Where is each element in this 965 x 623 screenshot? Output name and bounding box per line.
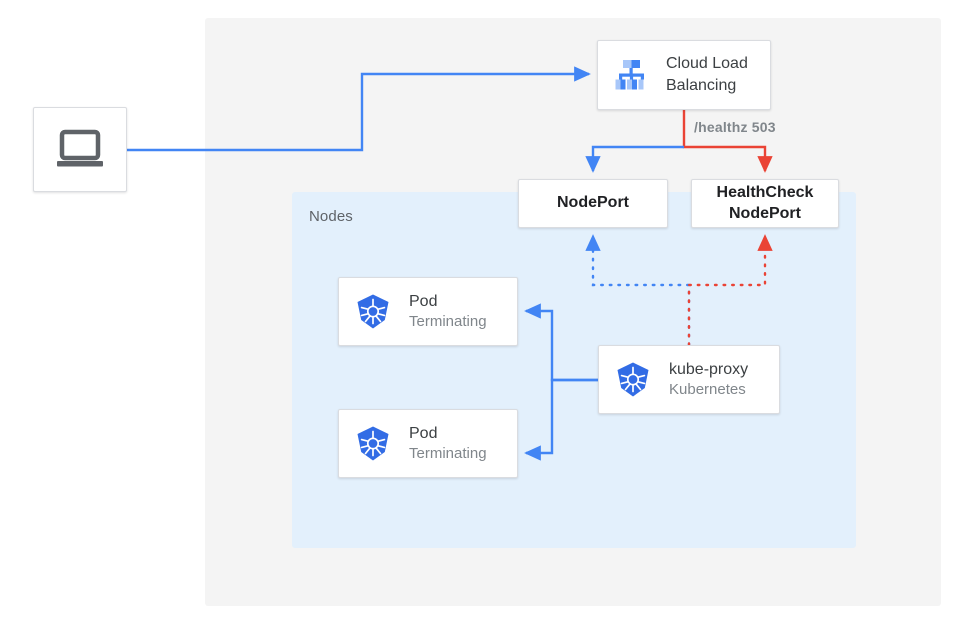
healthcheck-nodeport-node[interactable]: HealthCheck NodePort: [691, 179, 839, 228]
nodeport-label: NodePort: [557, 194, 629, 212]
kube-proxy-title: kube-proxy: [669, 360, 749, 378]
pod-node-2[interactable]: Pod Terminating: [338, 409, 518, 478]
pod-node-1[interactable]: Pod Terminating: [338, 277, 518, 346]
healthcheck-nodeport-label: HealthCheck NodePort: [717, 183, 814, 224]
kube-proxy-subtitle: Kubernetes: [669, 381, 746, 399]
pod-2-label: Pod Terminating: [409, 423, 487, 465]
pod-1-status: Terminating: [409, 313, 487, 331]
hc-label-line1: HealthCheck: [716, 184, 814, 202]
kube-proxy-label: kube-proxy Kubernetes: [669, 359, 748, 401]
kubernetes-icon: [353, 424, 393, 464]
cloud-load-balancing-label: Cloud Load Balancing: [666, 53, 748, 96]
lb-label-line2: Balancing: [666, 77, 737, 94]
laptop-icon: [54, 128, 106, 172]
kubernetes-icon: [353, 292, 393, 332]
healthz-edge-label: /healthz 503: [694, 119, 776, 135]
pod-1-label: Pod Terminating: [409, 291, 487, 333]
hc-label-line2: NodePort: [728, 204, 801, 222]
cloud-load-balancing-icon: [610, 55, 650, 95]
nodes-panel-label: Nodes: [309, 208, 353, 225]
kube-proxy-node[interactable]: kube-proxy Kubernetes: [598, 345, 780, 414]
pod-2-title: Pod: [409, 424, 438, 442]
kubernetes-icon: [613, 360, 653, 400]
nodeport-node[interactable]: NodePort: [518, 179, 668, 228]
cloud-load-balancing-node[interactable]: Cloud Load Balancing: [597, 40, 771, 110]
pod-2-status: Terminating: [409, 445, 487, 463]
lb-label-line1: Cloud Load: [666, 55, 748, 73]
client-node[interactable]: [33, 107, 127, 192]
pod-1-title: Pod: [409, 292, 438, 310]
